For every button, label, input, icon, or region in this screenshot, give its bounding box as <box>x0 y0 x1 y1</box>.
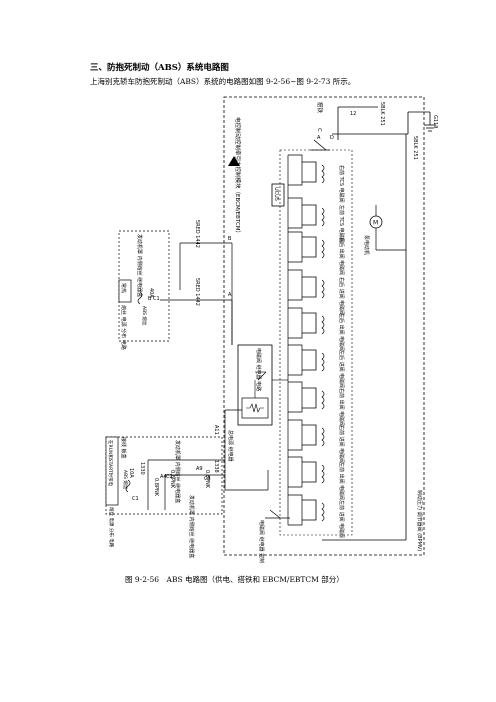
valve-label-6: 左后 进阀 电磁阀 <box>338 350 345 388</box>
valve-label-1: 右前 TCS 电磁阀 <box>338 165 345 203</box>
intro-text: 上海别克轿车防抱死制动（ABS）系统的电路图如图 9-2-56~图 9-2-73… <box>90 77 356 86</box>
valve-column <box>302 161 317 521</box>
valve-label-8: 右前 进阀 电磁阀 <box>338 425 345 463</box>
connector-c1-bottom: C1 <box>132 496 139 502</box>
hot-label-1: 常热 <box>120 283 127 293</box>
wire-pnk-c: 0.8PNK <box>204 470 210 489</box>
ebcm-boundary <box>223 96 425 556</box>
valve-label-7: 右前 出阀 电磁阀 <box>338 388 345 426</box>
pump-motor-label: 泵电动机 <box>363 235 370 255</box>
wire-251-b: 5BLK 251 <box>412 136 418 160</box>
valve-label-10: 左前 进阀 电磁阀 <box>338 500 345 538</box>
figure-caption: 图 9-2-56 ABS 电路图（供电、搭铁和 EBCM/EBTCM 部分） <box>125 575 344 584</box>
pass-label: 接线 板盒 <box>120 437 127 459</box>
connector-a9: A9 <box>196 466 203 472</box>
connector-c-label: C <box>316 128 322 132</box>
pin-a-mid: A <box>228 292 232 298</box>
wire-251-a: 5BLK 251 <box>379 102 385 126</box>
fuse-box-2 <box>105 436 223 515</box>
valve-label-2: 左前 TCS 电磁阀 <box>338 205 345 243</box>
solenoid-control-label: 电磁阀 继电器 控制 <box>258 520 265 563</box>
main-relay-label: 总电源 继电器 <box>227 430 234 462</box>
pin-b-top: B <box>228 236 232 242</box>
fuse-1-label: 熔丝 电源 分布 电路 <box>120 305 127 350</box>
pin-d-top: D <box>330 135 334 141</box>
ground-label: 搭铁 <box>316 102 324 114</box>
valve-label-9: 左前 出阀 电磁阀 <box>338 462 345 500</box>
bpmv-box <box>279 149 353 536</box>
pin-a11: A11 <box>213 425 219 435</box>
solenoid-relay-label: 电磁阀 继电器 电路 <box>255 348 262 391</box>
fuse-2-label: 熔丝 电源 分布 电路 <box>108 507 115 548</box>
valve-label-5: 左后 出阀 电磁阀 <box>338 313 345 351</box>
ucu-label: UCU5 <box>273 187 279 201</box>
module-label: 电控制动控制牵引力控制模块（EBCM/EBTCM） <box>234 117 242 236</box>
valve-label-4: 右后 进阀 电磁阀 <box>338 277 345 315</box>
hot-label-2: 在RUN和START时带电 <box>107 440 114 487</box>
fuse-1-icon <box>137 291 143 305</box>
warning-icon <box>228 156 240 166</box>
solenoid-relay-box <box>237 344 273 426</box>
section-heading: 三、防抱死制动（ABS）系统电路图 <box>90 63 229 73</box>
ground-g119: G119 <box>432 115 438 128</box>
wire-pnk-a: 0.8PNK <box>153 478 159 497</box>
wire-1442-a: 5RED 1442 <box>194 220 200 248</box>
wire-1442-b: 5RED 1442 <box>194 278 200 306</box>
fuse-2-name: ABS 熔丝 <box>122 470 129 490</box>
fuse-box-1-label: 发动机罩 内侧熔丝 继电器盒 <box>136 234 143 297</box>
connector-c3: C3 <box>204 476 211 482</box>
fuse-box-3-label: 发动机罩 内侧熔丝 继电器盒 <box>188 495 195 558</box>
wire-1330: 1330 <box>139 462 145 475</box>
fuse-1-name: ABS 熔丝 <box>141 306 148 326</box>
ucu-box <box>271 183 285 207</box>
connector-c1-top: C1 <box>153 296 160 302</box>
pin-12-top: 12 <box>350 111 356 117</box>
pump-motor-symbol: M <box>373 220 378 227</box>
wire-pnk-b: 0.8PNK <box>169 470 175 489</box>
hot-label-1-box <box>118 279 132 303</box>
fuse-2-value: 10A <box>128 468 134 478</box>
bpmv-label: 制动压力 调节器阀 (BPMV) <box>416 490 423 551</box>
connector-a4: A4 <box>160 474 167 480</box>
wire-1338: 1338 <box>213 460 219 473</box>
connector-b: B <box>148 296 152 302</box>
fuse-2-icon <box>125 479 131 493</box>
hot-label-2-box <box>105 436 119 506</box>
fuse-box-2-label: 发动机罩 内侧熔丝 继电器盒 <box>174 440 181 503</box>
pin-a-top: A <box>317 135 321 141</box>
connector-c2: C2 <box>166 474 173 480</box>
fuse-1-value: 40A <box>148 288 154 298</box>
valve-label-3: 右后 出阀 电磁阀 <box>338 237 345 275</box>
